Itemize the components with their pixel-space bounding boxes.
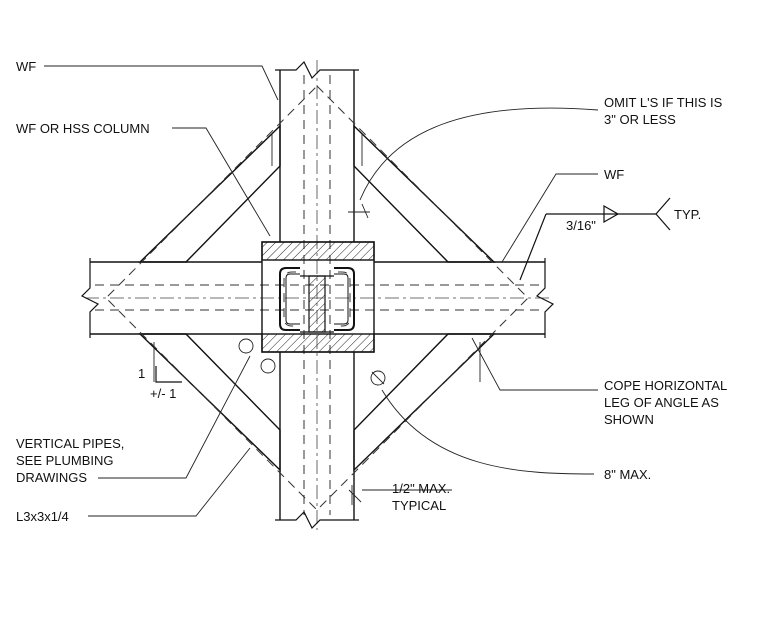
pipes-note-line1: VERTICAL PIPES, bbox=[16, 436, 124, 451]
wf-right-label: WF bbox=[604, 167, 624, 182]
omit-note-line1: OMIT L'S IF THIS IS bbox=[604, 95, 723, 110]
typical-label: TYPICAL bbox=[392, 498, 446, 513]
column-label: WF OR HSS COLUMN bbox=[16, 121, 150, 136]
cope-note-line1: COPE HORIZONTAL bbox=[604, 378, 727, 393]
pipes-note-line2: SEE PLUMBING bbox=[16, 453, 114, 468]
omit-note-line2: 3" OR LESS bbox=[604, 112, 676, 127]
wf-top-label: WF bbox=[16, 59, 36, 74]
slope-indicator: 1 +/- 1 bbox=[138, 366, 182, 401]
vertical-pipes bbox=[238, 338, 386, 386]
weld-typ-label: TYP. bbox=[674, 207, 701, 222]
weld-size-label: 3/16" bbox=[566, 218, 596, 233]
slope-run-label: +/- 1 bbox=[150, 386, 176, 401]
slope-rise-label: 1 bbox=[138, 366, 145, 381]
weld-symbol: 3/16" TYP. bbox=[519, 197, 701, 281]
eight-max-label: 8" MAX. bbox=[604, 467, 651, 482]
angle-label: L3x3x1/4 bbox=[16, 509, 69, 524]
half-max-label: 1/2" MAX. bbox=[392, 481, 450, 496]
leader-lines bbox=[44, 65, 599, 517]
column-section bbox=[261, 241, 375, 353]
pipes-note-line3: DRAWINGS bbox=[16, 470, 87, 485]
gap-dimension bbox=[348, 203, 370, 505]
cope-note-line2: LEG OF ANGLE AS bbox=[604, 395, 719, 410]
diagonal-angles bbox=[105, 85, 529, 511]
cope-note-line3: SHOWN bbox=[604, 412, 654, 427]
